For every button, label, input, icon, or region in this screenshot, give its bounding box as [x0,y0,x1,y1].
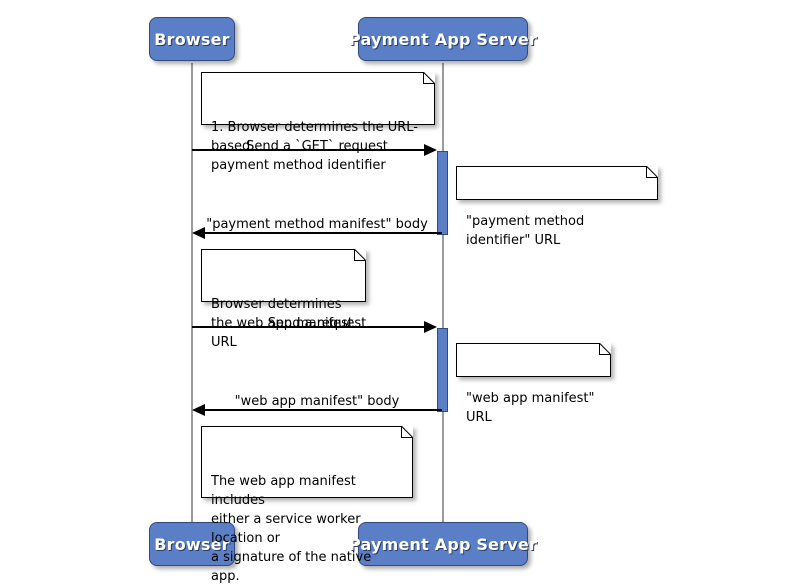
message-arrowhead-send-a-request [424,321,437,333]
message-arrowhead-payment-method-manifest-body [192,227,205,239]
note-fold-corner-icon [401,425,413,438]
note-browser-determines-identifier-text: 1. Browser determines the URL-based paym… [211,120,418,173]
message-line-send-a-request [192,326,430,328]
participant-browser-bottom-label: Browser [154,534,230,554]
activation-server-1 [437,151,448,235]
message-arrowhead-web-app-manifest-body [192,404,205,416]
note-web-app-manifest-includes-text: The web app manifest includes either a s… [211,474,372,584]
participant-browser-top[interactable]: Browser [149,17,235,61]
activation-server-2 [437,328,448,412]
participant-browser-top-label: Browser [154,29,230,49]
note-browser-determines-identifier: 1. Browser determines the URL-based paym… [201,71,435,173]
note-web-app-manifest-url-text: "web app manifest" URL [466,391,595,425]
message-label-payment-method-manifest-body: "payment method manifest" body [206,217,428,232]
message-line-payment-method-manifest-body [204,232,442,234]
lifeline-browser [191,63,193,524]
note-fold-corner-icon [599,342,611,355]
participant-browser-bottom[interactable]: Browser [149,522,235,566]
note-web-app-manifest-url: "web app manifest" URL [456,342,611,425]
note-browser-determines-web-app-manifest-url: Browser determines the web app manifest … [201,248,366,350]
message-line-web-app-manifest-body [204,409,442,411]
note-fold-corner-icon [354,248,366,261]
note-fold-corner-icon [423,71,435,84]
note-payment-method-identifier-url-text: "payment method identifier" URL [466,214,585,248]
participant-payment-app-server-bottom-label: Payment App Server [348,534,538,554]
participant-payment-app-server-top-label: Payment App Server [348,29,538,49]
lifeline-payment-app-server [442,63,444,524]
message-arrowhead-send-get-request [424,144,437,156]
note-browser-determines-web-app-manifest-url-text: Browser determines the web app manifest … [211,297,354,350]
message-label-web-app-manifest-body: "web app manifest" body [234,394,400,409]
participant-payment-app-server-bottom[interactable]: Payment App Server [349,522,537,566]
note-payment-method-identifier-url: "payment method identifier" URL [456,165,658,248]
note-fold-corner-icon [646,165,658,178]
message-line-send-get-request [192,149,430,151]
note-web-app-manifest-includes: The web app manifest includes either a s… [201,425,413,584]
participant-payment-app-server-top[interactable]: Payment App Server [349,17,537,61]
